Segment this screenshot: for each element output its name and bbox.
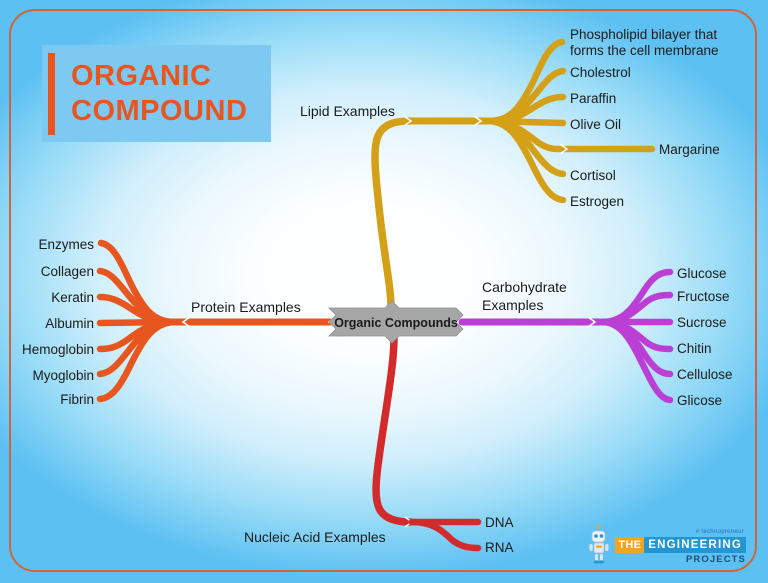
branch-protein[interactable]: Protein Examples Enzymes Collagen Kerati… (22, 237, 337, 407)
carbohydrate-leaf-4: Chitin (677, 341, 712, 356)
lipid-leaf-6: Cortisol (570, 168, 616, 183)
title-line-1: ORGANIC (71, 60, 212, 93)
logo-main-row: THE ENGINEERING (615, 537, 746, 553)
carbohydrate-leaf-6: Glicose (677, 393, 722, 408)
title-accent-bar (48, 52, 55, 135)
page-title: ORGANIC COMPOUND (71, 59, 247, 127)
protein-leaf-2: Collagen (41, 264, 94, 279)
lipid-leaf-7: Estrogen (570, 194, 624, 209)
carbohydrate-stem-arrow-icon (587, 316, 597, 328)
carbohydrate-leaf-connector-6 (598, 318, 674, 404)
carbohydrate-leaf-2: Fructose (677, 289, 730, 304)
carbohydrate-leaf-3: Sucrose (677, 315, 727, 330)
lipid-leaf-1-line1: Phospholipid bilayer that (570, 27, 717, 42)
lipid-branch-label: Lipid Examples (300, 103, 395, 119)
lipid-leaf-1-line2: forms the cell membrane (570, 43, 719, 58)
lipid-leaf-2: Cholestrol (570, 65, 631, 80)
carbohydrate-leaf-1: Glucose (677, 266, 727, 281)
protein-leaf-5: Hemoglobin (22, 342, 94, 357)
lipid-stem-arrow-icon (473, 115, 483, 127)
nucleic-trunk (372, 334, 414, 526)
protein-leaf-3: Keratin (51, 290, 94, 305)
center-node-label: Organic Compounds (334, 316, 458, 330)
carbohydrate-branch-label-line1: Carbohydrate (482, 279, 567, 295)
lipid-leaf-connector-7 (485, 117, 567, 204)
lipid-leaf-5: Margarine (659, 142, 720, 157)
carbohydrate-leaf-5: Cellulose (677, 367, 733, 382)
nucleic-leaf-1: DNA (485, 515, 514, 530)
logo-tagline: # technopreneur (695, 529, 744, 535)
lipid-trunk (371, 117, 414, 311)
carbohydrate-branch-label-line2: Examples (482, 297, 543, 313)
center-node-shape (328, 300, 464, 344)
branch-carbohydrate[interactable]: Carbohydrate Examples Glucose Fructose S… (458, 266, 733, 408)
lipid-trunk-arrow-icon (403, 115, 413, 127)
protein-stem-arrow-icon (181, 316, 191, 328)
nucleic-leaf-2: RNA (485, 540, 514, 555)
lipid-leaf-4: Olive Oil (570, 117, 621, 132)
lipid-leaf-3: Paraffin (570, 91, 616, 106)
title-line-2: COMPOUND (71, 94, 248, 127)
protein-leaf-1: Enzymes (38, 237, 94, 252)
protein-leaf-4: Albumin (45, 316, 94, 331)
logo-text-block: # technopreneur THE ENGINEERING PROJECTS (615, 529, 746, 565)
logo-the: THE (615, 537, 645, 553)
brand-logo[interactable]: # technopreneur THE ENGINEERING PROJECTS (589, 525, 746, 565)
protein-leaf-6: Myoglobin (32, 368, 94, 383)
logo-engineering: ENGINEERING (644, 537, 746, 553)
margarine-arrow-icon (559, 143, 569, 155)
logo-projects: PROJECTS (685, 554, 746, 565)
robot-mascot-icon (589, 525, 609, 564)
branch-lipid[interactable]: Lipid Examples Phospholipid bilayer that… (300, 27, 720, 311)
branch-nucleic-acid[interactable]: Nucleic Acid Examples DNA RNA (244, 334, 514, 555)
nucleic-leaf-connector-2 (408, 518, 482, 552)
title-panel: ORGANIC COMPOUND (42, 45, 271, 142)
protein-branch-label: Protein Examples (191, 299, 301, 315)
protein-leaf-connector-7 (96, 318, 178, 403)
protein-leaf-7: Fibrin (60, 392, 94, 407)
nucleic-branch-label: Nucleic Acid Examples (244, 529, 386, 545)
center-node[interactable]: Organic Compounds (328, 300, 464, 344)
